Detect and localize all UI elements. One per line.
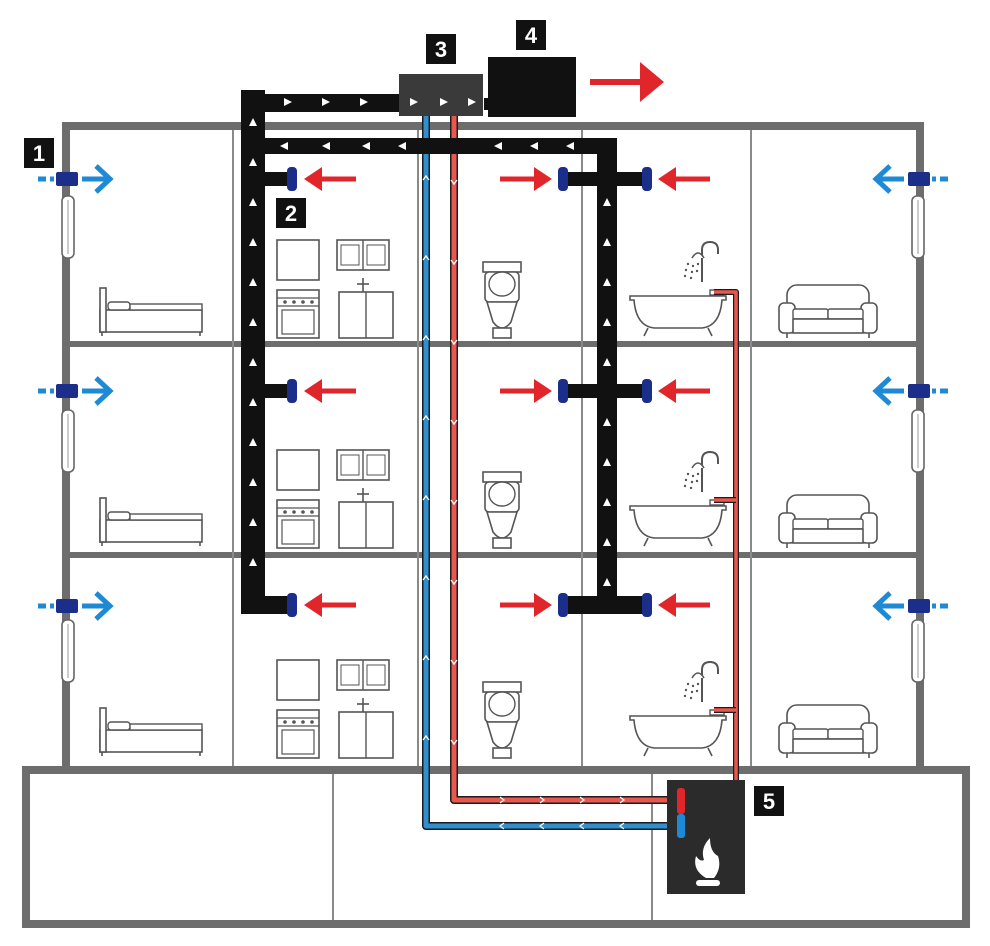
pipe-flow-marks bbox=[422, 174, 626, 830]
exhaust-unit bbox=[488, 57, 576, 117]
kitchen-icon bbox=[276, 239, 394, 339]
supply-air-arrows bbox=[38, 164, 948, 621]
bed-icon bbox=[99, 707, 203, 757]
sofa-icon bbox=[778, 704, 878, 759]
boiler-icon bbox=[667, 780, 745, 894]
sofa-icon bbox=[778, 284, 878, 339]
bed-icon bbox=[99, 497, 203, 547]
kitchen-icon bbox=[276, 449, 394, 549]
label-1: 1 bbox=[24, 138, 54, 168]
label-3: 3 bbox=[426, 34, 456, 64]
furniture bbox=[99, 239, 878, 759]
label-2: 2 bbox=[276, 198, 306, 228]
flame-icon bbox=[695, 838, 720, 886]
toilet-icon bbox=[482, 681, 522, 759]
svg-text:3: 3 bbox=[435, 37, 447, 62]
bed-icon bbox=[99, 287, 203, 337]
toilet-icon bbox=[482, 471, 522, 549]
fan-unit-icon bbox=[399, 74, 483, 116]
sofa-icon bbox=[778, 494, 878, 549]
extract-air-arrows bbox=[304, 62, 710, 617]
bathtub-icon bbox=[629, 661, 727, 757]
svg-text:4: 4 bbox=[525, 23, 538, 48]
bathtub-icon bbox=[629, 451, 727, 547]
svg-text:1: 1 bbox=[33, 141, 45, 166]
toilet-icon bbox=[482, 261, 522, 339]
bathtub-icon bbox=[629, 241, 727, 337]
kitchen-icon bbox=[276, 659, 394, 759]
label-4: 4 bbox=[516, 20, 546, 50]
interior-partitions bbox=[232, 130, 752, 920]
svg-text:2: 2 bbox=[285, 201, 297, 226]
label-5: 5 bbox=[754, 786, 784, 816]
svg-text:5: 5 bbox=[763, 789, 775, 814]
